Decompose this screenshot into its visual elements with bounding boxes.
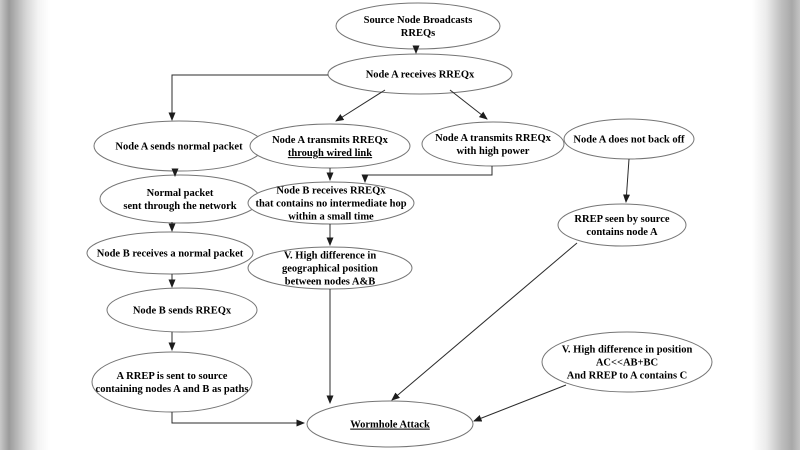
high-power-ellipse xyxy=(421,121,565,167)
v-high-geo-label: V. High difference in xyxy=(284,251,377,262)
node-high-power: Node A transmits RREQx with high power xyxy=(421,121,565,167)
node-v-high-geo: V. High difference in geographical positi… xyxy=(247,246,413,290)
wormhole-label: Wormhole Attack xyxy=(350,420,430,431)
node-b-receives-rreqx: Node B receives RREQx that contains no in… xyxy=(247,181,415,225)
node-a-receives: Node A receives RREQx xyxy=(327,53,513,95)
v-high-pos-ellipse xyxy=(541,331,713,393)
node-rrep-sent: A RREP is sent to source containing nodes… xyxy=(91,351,253,413)
source-broadcast-label: RREQs xyxy=(401,28,435,39)
node-normal-sent: Normal packet sent through the network xyxy=(99,174,261,224)
v-high-pos-label: And RREP to A contains C xyxy=(567,371,687,382)
node-rrep-seen: RREP seen by source contains node A xyxy=(557,203,687,247)
b-sends-ellipse xyxy=(106,287,258,333)
node-b-receives-normal: Node B receives a normal packet xyxy=(86,231,254,275)
b-receives-rreqx-ellipse xyxy=(247,181,415,225)
node-wired-link: Node A transmits RREQx through wired link xyxy=(249,123,411,169)
edge-a-receives-to-high-power xyxy=(449,89,488,120)
node-a-sends-normal: Node A sends normal packet xyxy=(93,120,265,172)
rrep-seen-ellipse xyxy=(557,203,687,247)
edge-v-high-pos-to-wormhole xyxy=(473,384,567,422)
rrep-seen-label: RREP seen by source xyxy=(574,214,670,225)
a-sends-normal-label: Node A sends normal packet xyxy=(115,142,243,153)
high-power-label: with high power xyxy=(457,146,530,157)
edge-high-power-to-b-receives-rreqx xyxy=(361,166,493,183)
node-wormhole: Wormhole Attack xyxy=(306,400,474,448)
a-receives-label: Node A receives RREQx xyxy=(366,70,475,81)
b-receives-rreqx-label: Node B receives RREQx xyxy=(276,186,386,197)
b-receives-rreqx-label: that contains no intermediate hop xyxy=(255,199,406,210)
node-no-backoff: Node A does not back off xyxy=(563,118,695,160)
edges-layer xyxy=(168,45,631,427)
no-backoff-label: Node A does not back off xyxy=(573,135,685,146)
b-receives-rreqx-label: within a small time xyxy=(288,212,374,223)
wired-link-label: through wired link xyxy=(288,148,372,159)
wired-link-label: Node A transmits RREQx xyxy=(272,135,389,146)
b-receives-normal-ellipse xyxy=(86,231,254,275)
node-b-sends: Node B sends RREQx xyxy=(106,287,258,333)
b-sends-label: Node B sends RREQx xyxy=(133,306,232,317)
edge-a-receives-to-wired-link xyxy=(335,89,386,122)
edge-rrep-sent-to-wormhole xyxy=(171,412,305,427)
v-high-pos-label: V. High difference in position xyxy=(562,345,693,356)
rrep-sent-label: A RREP is sent to source xyxy=(117,371,228,382)
normal-sent-label: Normal packet xyxy=(147,188,214,199)
rrep-seen-label: contains node A xyxy=(586,227,658,238)
edge-a-receives-to-a-sends-normal xyxy=(168,74,328,121)
v-high-geo-label: between nodes A&B xyxy=(285,277,375,288)
b-receives-normal-label: Node B receives a normal packet xyxy=(97,249,244,260)
edge-no-backoff-to-rrep-seen xyxy=(623,158,631,203)
high-power-label: Node A transmits RREQx xyxy=(435,133,552,144)
rrep-sent-label: containing nodes A and B as paths xyxy=(96,384,249,395)
edge-rrep-seen-to-wormhole xyxy=(391,242,578,401)
normal-sent-label: sent through the network xyxy=(123,201,236,212)
v-high-pos-label: AC<<AB+BC xyxy=(596,358,658,369)
source-broadcast-label: Source Node Broadcasts xyxy=(364,15,473,26)
v-high-geo-label: geographical position xyxy=(282,264,378,275)
a-receives-ellipse xyxy=(327,53,513,95)
wormhole-ellipse xyxy=(306,400,474,448)
